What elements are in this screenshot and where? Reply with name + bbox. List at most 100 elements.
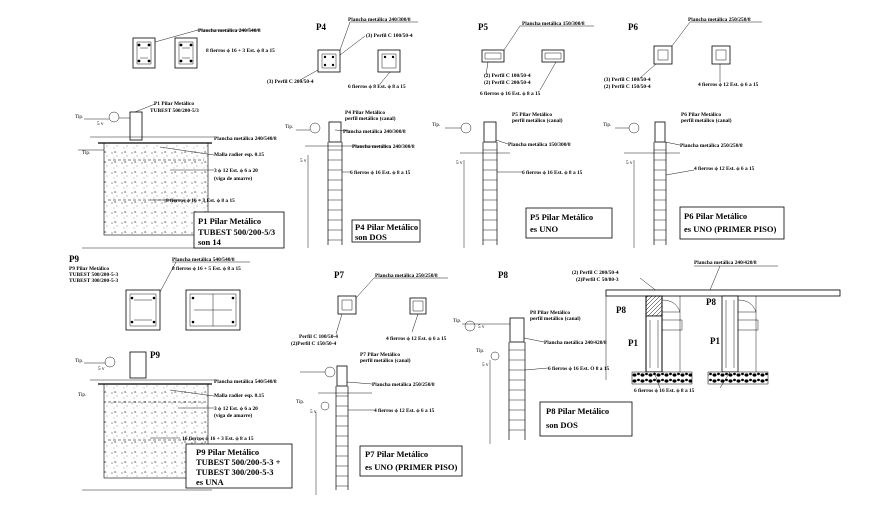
p8-plate-label: Plancha metálica 240/420/8 — [544, 340, 607, 346]
p9-caption-box — [185, 443, 293, 489]
p1-viga-label: (viga de amarre) — [214, 175, 252, 182]
p1-sub2: TUBEST 500/200-5/3 — [150, 108, 199, 114]
p1-plate-label: Plancha metálica 240/540/8 — [198, 28, 261, 34]
p5-caption-2: es UNO — [530, 224, 558, 234]
p5-perfil1-label: (2) Perfil C 100/50-4 — [484, 72, 531, 79]
p4-caption-1: P4 Pilar Metálico — [355, 222, 418, 232]
p7-perfil2-label: (2)Perfil C 150/50-4 — [291, 340, 337, 347]
p5-detail: P5 Plancha metálica 150/300/8 (2) Perfil… — [432, 21, 613, 248]
p4-perfil2-label: (3) Perfil C 200/50-4 — [267, 78, 314, 85]
p7-caption-2: es UNO (PRIMER PISO) — [365, 462, 457, 472]
p1-plate2-label: Plancha metálica 240/540/8 — [214, 136, 277, 142]
p9-tag: P9 — [69, 254, 79, 264]
p7-bars2-label: 4 fierros ϕ 12 Est. ϕ 6 a 15 — [374, 408, 435, 414]
p4-tip-label: Tip. — [285, 124, 293, 130]
p6-plate-label: Plancha metálica 250/250/8 — [688, 17, 751, 23]
p8-5v: 5 v — [482, 362, 489, 368]
p9-viga-label: (viga de amarre) — [214, 412, 252, 419]
p5-tip-label: Tip. — [432, 122, 440, 128]
p9-plate-label: Plancha metálica 540/540/8 — [172, 257, 235, 263]
p1-tip-label: Tip. — [75, 114, 83, 120]
p6-plate2-label: Plancha metálica 250/250/8 — [680, 143, 743, 149]
p1-caption-1: P1 Pilar Metálico — [198, 216, 261, 226]
p8-caption-1: P8 Pilar Metálico — [546, 406, 609, 416]
p6-cage: 5 v — [626, 142, 667, 248]
p8-perfil2: (2)Perfil C 50/80-3 — [576, 276, 619, 283]
p9-column — [129, 351, 147, 379]
p1-tip2-label: Tip. — [82, 150, 90, 156]
p7-tip-label: Tip. — [296, 399, 304, 405]
p8-perfil1: (2) Perfil C 200/50-4 — [572, 269, 619, 276]
p7-caption-1: P7 Pilar Metálico — [365, 449, 428, 459]
p7-perfil1-label: Perfil C 100/50-4 — [299, 334, 338, 340]
p1-caption-2: TUBEST 500/200-5/3 — [198, 227, 275, 237]
p1-label-b: P1 — [710, 336, 720, 346]
p8-tag: P8 — [498, 270, 508, 280]
p9-caption-4: es UNA — [196, 477, 224, 487]
p6-bars-label: 4 fierros ϕ 12 Est. ϕ 6 a 15 — [698, 82, 759, 88]
p5-caption-box — [525, 207, 613, 239]
p8-bars-label: 6 fierros ϕ 16 Est. O 8 a 15 — [548, 366, 610, 372]
p9-sub1: P9 Pilar Metálico — [69, 266, 109, 272]
p5-perfil2-label: (2) Perfil C 200/50-4 — [484, 79, 531, 86]
p1-caption-box — [193, 211, 285, 249]
p7-plate2-label: Plancha metálica 250/250/8 — [372, 382, 435, 388]
p1-column — [129, 111, 143, 141]
p8-label-a: P8 — [616, 305, 626, 315]
p6-5v: 5 v — [626, 160, 633, 166]
p1-bars2-label: 3 ϕ 12 Est. ϕ 6 a 20 — [214, 168, 258, 174]
p8-tip2-label: Tip. — [476, 348, 484, 354]
p7-bars-label: 4 fierros ϕ 12 Est. ϕ 6 a 15 — [386, 336, 447, 342]
p1-label-a: P1 — [628, 338, 638, 348]
p7-5v: 5 v — [310, 409, 317, 415]
p9-tag2: P9 — [150, 350, 160, 360]
p8-cage: 5 v — [482, 342, 526, 444]
p8-caption-box — [539, 401, 633, 437]
p5-plate-label: Plancha metálica 150/300/8 — [522, 21, 585, 27]
p9-tip-label: Tip. — [75, 358, 83, 364]
p5-sub1: P5 Pilar Metálico — [512, 112, 552, 118]
p8-label-b: P8 — [706, 297, 716, 307]
p1-malla-label: Malla radier esp. 0.15 — [214, 152, 264, 158]
p4-cage: 5 v — [300, 142, 343, 248]
p4-sub2: perfil metálico (canal) — [345, 115, 396, 122]
p4-bars-label: 6 fierros ϕ 8 Est. ϕ 8 a 15 — [348, 84, 406, 90]
p9-bars3-label: 16 fierros ϕ 16 + 3 Est. ϕ 8 a 15 — [182, 436, 254, 442]
p5-plate2-label: Plancha metálica 150/300/8 — [508, 142, 571, 148]
p9-caption-1: P9 Pilar Metálico — [196, 447, 259, 457]
p1-5v-label: 5 v — [97, 121, 104, 127]
p6-sub1: P6 Pilar Metálico — [681, 112, 721, 118]
p6-tag: P6 — [628, 22, 638, 32]
p9-detail: P9 P9 Pilar Metálico TUBEST 500/200-5-3 … — [69, 254, 293, 491]
p7-caption-box — [359, 445, 463, 477]
p9-tip2-label: Tip. — [78, 392, 86, 398]
p9-bars2-label: 3 ϕ 12 Est. ϕ 6 a 20 — [214, 406, 258, 412]
p9-caption-3: TUBEST 300/200-5-3 — [196, 467, 274, 477]
p4-detail: P4 Plancha metálica 240/300/8 (3) Perfil… — [267, 17, 421, 248]
p9-sub3: TUBEST 300/200-5-3 — [69, 278, 118, 284]
p8-bars-bottom: 6 fierros ϕ 16 Est. ϕ 8 a 15 — [634, 388, 695, 394]
p5-cage: 5 v — [456, 142, 498, 248]
p1-bars-label: 8 fierros ϕ 16 + 3 Est. ϕ 8 a 15 — [206, 48, 275, 54]
p6-caption-2: es UNO (PRIMER PISO) — [684, 224, 776, 234]
p4-plate3-label: Plancha metálica 240/300/8 — [352, 144, 415, 150]
p8-detail: P8 P8 Pilar Metálico perfil metálico (ca… — [453, 270, 633, 444]
p9-caption-2: TUBEST 500/200-5-3 + — [196, 457, 281, 467]
p8-5v-top: 5 v — [478, 324, 485, 330]
p6-caption-box — [679, 206, 785, 240]
p4-caption-2: son DOS — [355, 232, 387, 242]
p9-bars-label: 8 fierros ϕ 16 + 5 Est. ϕ 8 a 15 — [172, 266, 241, 272]
p7-plate-label: Plancha metálica 250/250/8 — [375, 273, 438, 279]
p8-tip-label: Tip. — [453, 318, 461, 324]
p1-sub1: P1 Pilar Metálico — [154, 101, 194, 107]
p6-perfil1-label: (3) Perfil C 100/50-4 — [604, 76, 651, 83]
p5-bars-label: 6 fierros ϕ 16 Est. ϕ 8 a 15 — [480, 91, 541, 97]
p1-bars3-label: 8 fierros ϕ 16 + 3 Est. ϕ 8 a 15 — [166, 198, 235, 204]
p4-perfil1-label: (3) Perfil C 100/50-4 — [366, 32, 413, 39]
p1-section-a — [132, 37, 156, 69]
p7-tag: P7 — [334, 270, 344, 280]
p1-detail: Plancha metálica 240/540/8 8 fierros ϕ 1… — [75, 28, 285, 249]
p9-5v-label: 5 v — [98, 366, 105, 372]
